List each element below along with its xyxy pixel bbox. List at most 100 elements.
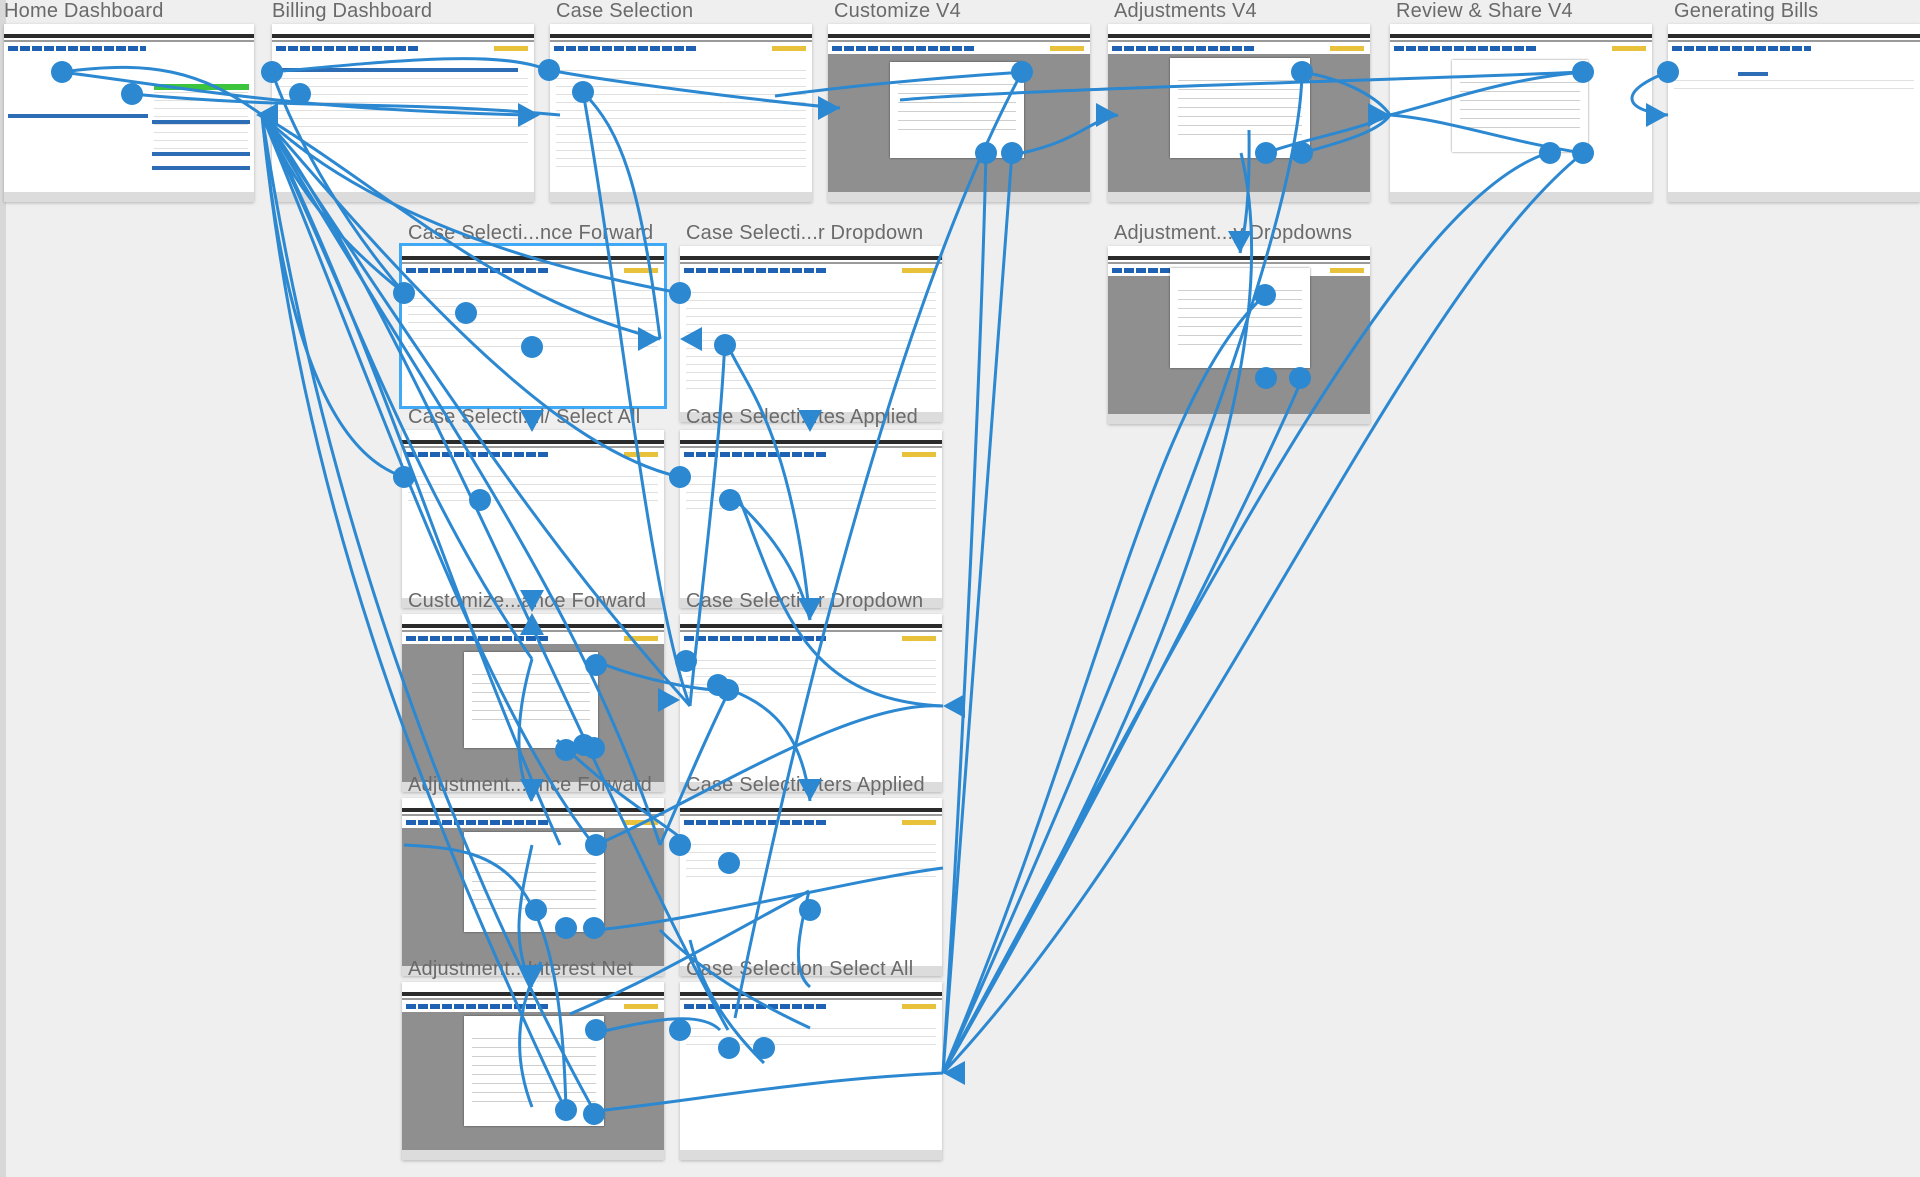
- hotspot-dot[interactable]: [583, 917, 605, 939]
- hotspot-dot[interactable]: [555, 739, 577, 761]
- link-curve: [595, 659, 721, 692]
- link-curve: [260, 113, 681, 295]
- hotspot-dot[interactable]: [555, 1099, 577, 1121]
- hotspot-dot[interactable]: [583, 737, 605, 759]
- link-arrowhead: [520, 590, 544, 612]
- link-curve: [260, 114, 681, 479]
- link-curve: [736, 494, 944, 708]
- link-curve: [569, 889, 810, 1016]
- link-curve: [941, 293, 1267, 1074]
- link-curve: [555, 738, 691, 847]
- artboard-title: Customize V4: [834, 0, 961, 22]
- artboard-thumbnail[interactable]: [272, 24, 534, 202]
- hotspot-dot[interactable]: [1291, 142, 1313, 164]
- hotspot-dot[interactable]: [393, 466, 415, 488]
- link-curve: [728, 493, 812, 621]
- hotspot-dot[interactable]: [521, 336, 543, 358]
- link-curve: [131, 92, 561, 117]
- hotspot-dot[interactable]: [717, 679, 739, 701]
- canvas-left-edge: [0, 0, 6, 1177]
- hotspot-dot[interactable]: [1255, 367, 1277, 389]
- link-arrowhead: [1646, 103, 1668, 127]
- hotspot-dot[interactable]: [469, 489, 491, 511]
- link-curve: [271, 57, 549, 74]
- hotspot-dot[interactable]: [289, 83, 311, 105]
- hotspot-dot[interactable]: [1255, 142, 1277, 164]
- artboard-thumbnail[interactable]: [1390, 24, 1652, 202]
- artboard-thumbnail[interactable]: [550, 24, 812, 202]
- artboard-case-selection-filter-dropdown[interactable]: Case Selecti...r Dropdown: [680, 222, 942, 422]
- hotspot-dot[interactable]: [714, 334, 736, 356]
- link-curve: [595, 1071, 944, 1113]
- artboard-title: Review & Share V4: [1396, 0, 1573, 22]
- artboard-thumbnail[interactable]: [680, 246, 942, 422]
- link-arrowhead: [943, 694, 965, 718]
- artboard-title: Case Selecti...nce Forward: [408, 222, 654, 244]
- hotspot-dot[interactable]: [799, 899, 821, 921]
- hotspot-dot[interactable]: [669, 282, 691, 304]
- hotspot-dot[interactable]: [1572, 142, 1594, 164]
- artboard-customize-v4[interactable]: Customize V4: [828, 0, 1090, 202]
- link-curve: [581, 90, 662, 340]
- link-curve: [595, 1017, 722, 1035]
- hotspot-dot[interactable]: [718, 1037, 740, 1059]
- link-curve: [61, 70, 531, 117]
- hotspot-dot[interactable]: [455, 302, 477, 324]
- hotspot-dot[interactable]: [538, 59, 560, 81]
- link-arrowhead: [520, 410, 544, 432]
- artboard-thumbnail[interactable]: [402, 430, 664, 608]
- artboard-adjustments-balance-forward[interactable]: Adjustment...ance Forward: [402, 774, 664, 976]
- link-arrowhead: [680, 327, 702, 351]
- hotspot-dot[interactable]: [1657, 61, 1679, 83]
- link-curve: [941, 151, 1549, 1074]
- link-curve: [941, 152, 1014, 1074]
- hotspot-dot[interactable]: [669, 466, 691, 488]
- hotspot-dot[interactable]: [121, 83, 143, 105]
- artboard-generating-bills[interactable]: Generating Bills: [1668, 0, 1920, 202]
- hotspot-dot[interactable]: [585, 1019, 607, 1041]
- artboard-case-selection[interactable]: Case Selection: [550, 0, 812, 202]
- link-curve: [941, 152, 988, 1074]
- link-arrowhead: [818, 96, 840, 120]
- hotspot-dot[interactable]: [1011, 61, 1033, 83]
- hotspot-dot[interactable]: [975, 142, 997, 164]
- artboard-thumbnail[interactable]: [402, 798, 664, 976]
- hotspot-dot[interactable]: [585, 654, 607, 676]
- artboard-review-share-v4[interactable]: Review & Share V4: [1390, 0, 1652, 202]
- artboard-billing-dashboard[interactable]: Billing Dashboard: [272, 0, 534, 202]
- hotspot-dot[interactable]: [669, 1019, 691, 1041]
- hotspot-dot[interactable]: [719, 489, 741, 511]
- hotspot-dot[interactable]: [1539, 142, 1561, 164]
- link-curve: [658, 690, 731, 846]
- link-curve: [941, 152, 1254, 1074]
- hotspot-dot[interactable]: [1001, 142, 1023, 164]
- hotspot-dot[interactable]: [669, 834, 691, 856]
- artboard-home-dashboard[interactable]: Home Dashboard: [4, 0, 254, 202]
- artboard-thumbnail[interactable]: [828, 24, 1090, 202]
- hotspot-dot[interactable]: [1572, 61, 1594, 83]
- hotspot-dot[interactable]: [753, 1037, 775, 1059]
- hotspot-dot[interactable]: [1289, 367, 1311, 389]
- link-curve: [260, 114, 662, 846]
- hotspot-dot[interactable]: [525, 899, 547, 921]
- artboard-case-selection-dates-applied[interactable]: Case Selecti...tes Applied: [680, 406, 942, 608]
- hotspot-dot[interactable]: [1291, 61, 1313, 83]
- hotspot-dot[interactable]: [555, 917, 577, 939]
- link-curve: [941, 151, 1584, 1075]
- hotspot-dot[interactable]: [393, 282, 415, 304]
- artboard-title: Case Selection: [556, 0, 694, 22]
- hotspot-dot[interactable]: [261, 61, 283, 83]
- artboard-thumbnail[interactable]: [1668, 24, 1920, 202]
- link-curve: [260, 114, 568, 1112]
- hotspot-dot[interactable]: [718, 852, 740, 874]
- artboard-thumbnail[interactable]: [680, 430, 942, 608]
- hotspot-dot[interactable]: [675, 650, 697, 672]
- artboard-thumbnail[interactable]: [4, 24, 254, 202]
- artboard-case-selection-select-all[interactable]: Case Selecti...l/ Select All: [402, 406, 664, 608]
- hotspot-dot[interactable]: [572, 81, 594, 103]
- hotspot-dot[interactable]: [51, 61, 73, 83]
- hotspot-dot[interactable]: [583, 1103, 605, 1125]
- hotspot-dot[interactable]: [585, 834, 607, 856]
- hotspot-dot[interactable]: [1254, 284, 1276, 306]
